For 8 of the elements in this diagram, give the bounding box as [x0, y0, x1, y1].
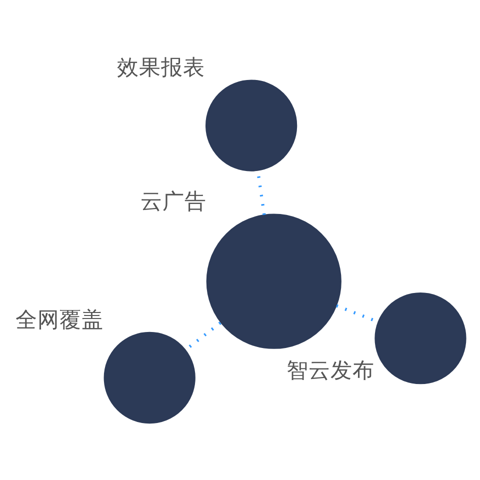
- node-circle: [374, 292, 466, 384]
- node-circle: [206, 214, 342, 349]
- node-label: 云广告: [140, 190, 207, 215]
- node-label: 智云发布: [286, 358, 374, 384]
- node-circle: [104, 332, 196, 424]
- node-label: 全网覆盖: [16, 308, 104, 333]
- node-label: 效果报表: [117, 56, 206, 81]
- node-circle: [205, 80, 298, 172]
